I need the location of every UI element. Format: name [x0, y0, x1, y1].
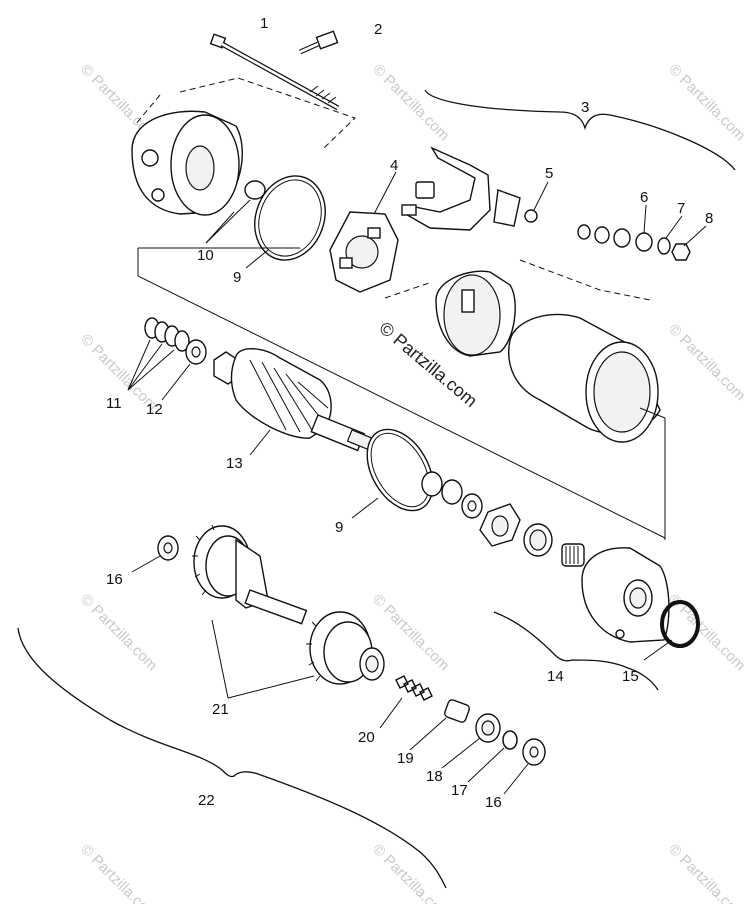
part-nut-8	[671, 243, 691, 261]
callout-4: 4	[390, 157, 398, 174]
part-lock-washer-7	[657, 237, 671, 255]
part-brush-holder	[329, 211, 399, 293]
leader-11c	[127, 349, 175, 391]
watermark-mid-right: © Partzilla.com	[665, 321, 748, 404]
callout-20: 20	[358, 729, 375, 746]
callout-16-left: 16	[106, 571, 123, 588]
part-bolt	[298, 30, 339, 55]
leader-11b	[127, 343, 163, 391]
part-rear-end-housing	[131, 110, 266, 216]
callout-6: 6	[640, 189, 648, 206]
brace-14	[493, 611, 659, 691]
leader-6	[643, 204, 647, 234]
part-armature	[213, 348, 379, 453]
watermark-bottom-right: © Partzilla.com	[665, 841, 748, 904]
leader-15	[643, 639, 673, 661]
leader-21b	[227, 675, 315, 699]
guide-line-bolt-end	[134, 94, 161, 126]
leader-19	[409, 717, 447, 751]
guide-line-yoke	[384, 281, 433, 299]
leader-16-right	[503, 763, 529, 795]
part-o-ring-lower	[366, 428, 434, 512]
part-bearing	[523, 523, 553, 557]
callout-21: 21	[212, 701, 229, 718]
watermark-top-middle: © Partzilla.com	[369, 61, 452, 144]
part-washer-12	[185, 339, 207, 365]
leader-9-upper	[245, 249, 269, 269]
callout-9-lower: 9	[335, 519, 343, 536]
part-yoke-ring	[435, 270, 516, 357]
leader-5	[533, 181, 549, 211]
callout-3: 3	[581, 99, 589, 116]
part-washer-16-right	[522, 738, 546, 766]
part-brush-plate	[401, 146, 521, 231]
callout-8: 8	[705, 210, 713, 227]
part-through-bolt	[209, 33, 340, 111]
watermark-top-right: © Partzilla.com	[665, 61, 748, 144]
part-spring	[395, 675, 433, 701]
callout-13: 13	[226, 455, 243, 472]
leader-18	[441, 737, 481, 769]
part-clutch-gear	[192, 524, 308, 625]
callout-7: 7	[677, 200, 685, 217]
callout-2: 2	[374, 21, 382, 38]
callout-17: 17	[451, 782, 468, 799]
part-washers-11	[144, 317, 190, 352]
guide-line-center	[137, 248, 666, 539]
part-washer-5	[524, 209, 538, 223]
callout-14: 14	[547, 668, 564, 685]
brace-3	[424, 89, 736, 171]
callout-15: 15	[622, 668, 639, 685]
watermark-bottom-middle: © Partzilla.com	[369, 841, 452, 904]
leader-11a	[127, 339, 151, 391]
callout-12: 12	[146, 401, 163, 418]
part-pinion-gear	[306, 611, 385, 685]
callout-18: 18	[426, 768, 443, 785]
guide-line-upper-right	[519, 259, 651, 301]
part-washers-middle	[421, 471, 483, 519]
callout-11: 11	[106, 395, 122, 412]
leader-17	[467, 747, 505, 783]
leader-20	[379, 697, 403, 729]
part-snap-ring	[502, 730, 518, 750]
part-lock-plate	[479, 503, 521, 547]
guide-line-bolt-frame	[179, 77, 356, 151]
guide-line-yoke-right	[639, 407, 666, 540]
part-needle-bearing	[561, 543, 585, 567]
leader-9-lower	[351, 497, 379, 519]
callout-16-right: 16	[485, 794, 502, 811]
brace-22	[17, 627, 447, 889]
callout-1: 1	[260, 15, 268, 32]
part-washers-6	[577, 224, 653, 252]
leader-8	[683, 225, 707, 247]
leader-12	[161, 363, 191, 401]
part-thrust-washer	[475, 713, 501, 743]
watermark-bottom-left: © Partzilla.com	[77, 841, 160, 904]
callout-19: 19	[397, 750, 414, 767]
leader-16-left	[131, 555, 161, 573]
callout-labels: 1 2 3 4 5 6 7 8 9 10 11 12 13 9 14 15 16…	[106, 15, 713, 811]
leader-13	[249, 429, 271, 456]
part-collar	[444, 699, 470, 723]
leader-4	[373, 171, 397, 215]
callout-5: 5	[545, 165, 553, 182]
part-drive-end-housing	[581, 547, 670, 643]
part-o-ring-15	[660, 600, 700, 648]
part-motor-yoke	[508, 313, 661, 443]
part-o-ring-upper	[254, 175, 326, 261]
part-washer-16-left	[157, 535, 179, 561]
leader-10-bushing	[205, 199, 251, 244]
callout-10: 10	[197, 247, 214, 264]
leader-7	[665, 215, 683, 239]
watermark-lower-left: © Partzilla.com	[77, 591, 160, 674]
callout-22: 22	[198, 792, 215, 809]
callout-9-upper: 9	[233, 269, 241, 286]
leader-21a	[211, 619, 229, 699]
